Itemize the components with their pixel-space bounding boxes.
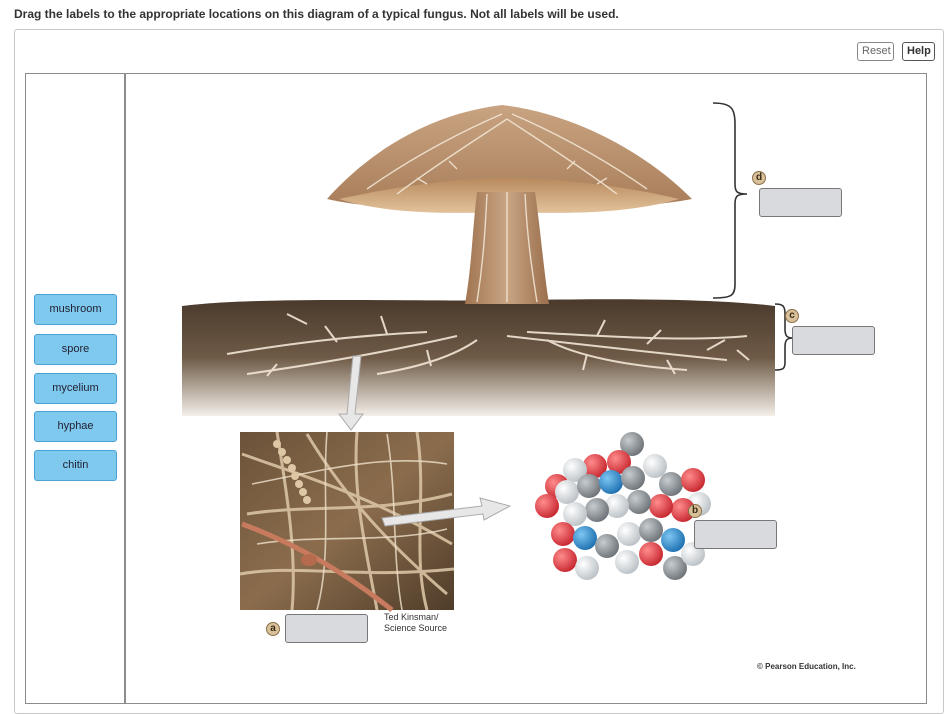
drop-target-b[interactable] bbox=[694, 520, 777, 549]
drop-target-a[interactable] bbox=[285, 614, 368, 643]
label-chitin[interactable]: chitin bbox=[34, 450, 117, 481]
drop-target-c[interactable] bbox=[792, 326, 875, 355]
help-button[interactable]: Help bbox=[902, 42, 935, 61]
arrow-right bbox=[381, 497, 512, 527]
photo-credit-line1: Ted Kinsman/ bbox=[384, 612, 439, 622]
mycelium-network bbox=[226, 313, 750, 377]
marker-a: a bbox=[266, 622, 280, 636]
cap-hyphae bbox=[366, 113, 648, 303]
marker-b: b bbox=[688, 504, 702, 518]
reset-button[interactable]: Reset bbox=[857, 42, 894, 61]
copyright-notice: © Pearson Education, Inc. bbox=[757, 662, 856, 671]
fungus-diagram: d c b a Ted Kinsman/ Science Source © Pe… bbox=[127, 74, 927, 708]
label-mushroom[interactable]: mushroom bbox=[34, 294, 117, 325]
label-mycelium[interactable]: mycelium bbox=[34, 373, 117, 404]
arrow-down bbox=[338, 355, 364, 431]
fungus-illustration bbox=[182, 102, 794, 612]
marker-c: c bbox=[785, 309, 799, 323]
mushroom-body bbox=[327, 105, 692, 304]
soil-layer bbox=[182, 299, 775, 416]
photo-credit-line2: Science Source bbox=[384, 623, 448, 633]
label-hyphae[interactable]: hyphae bbox=[34, 411, 117, 442]
instructions-text: Drag the labels to the appropriate locat… bbox=[14, 7, 619, 21]
marker-d: d bbox=[752, 171, 766, 185]
label-spore[interactable]: spore bbox=[34, 334, 117, 365]
drop-target-d[interactable] bbox=[759, 188, 842, 217]
question-panel: Reset Help mushroom spore mycelium hypha… bbox=[14, 29, 944, 714]
photo-credit: Ted Kinsman/ Science Source bbox=[384, 612, 447, 634]
drag-drop-area: mushroom spore mycelium hyphae chitin bbox=[25, 73, 927, 704]
bracket-d bbox=[712, 102, 748, 299]
spore-chain bbox=[273, 440, 311, 504]
label-bank: mushroom spore mycelium hyphae chitin bbox=[26, 74, 126, 703]
chitin-molecule bbox=[535, 432, 711, 580]
